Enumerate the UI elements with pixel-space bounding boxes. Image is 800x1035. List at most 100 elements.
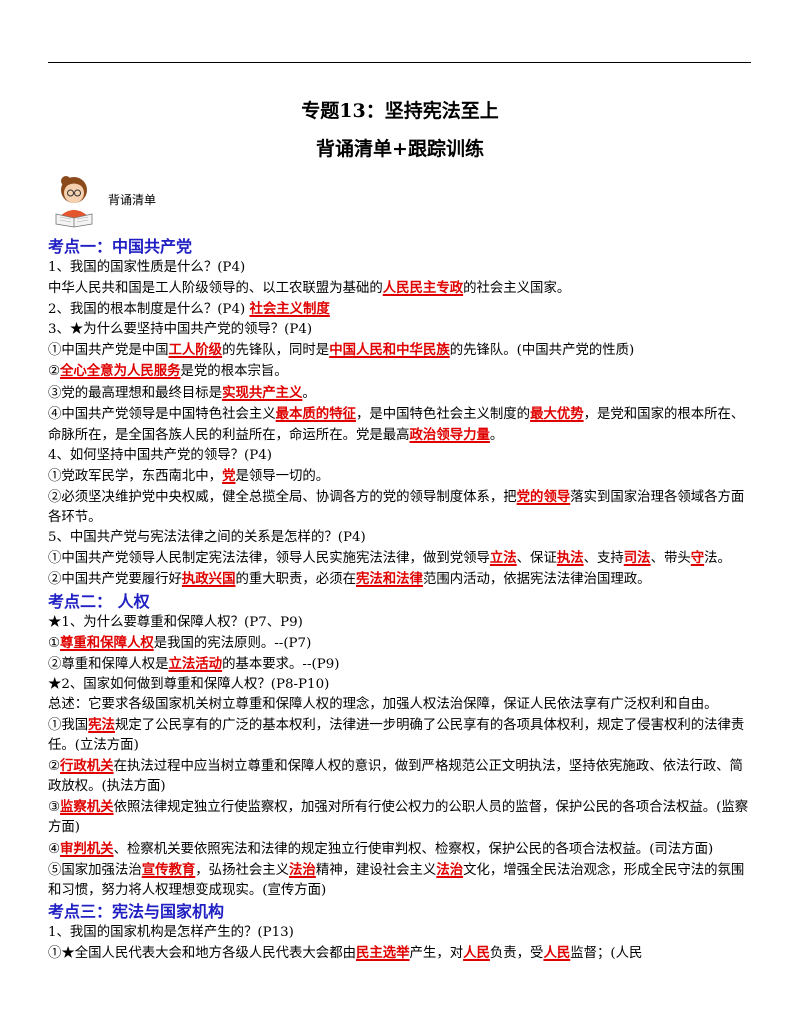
key-term: 社会主义制度 [249,301,330,318]
text-run: ① [48,635,61,651]
key-term: 政治领导力量 [409,426,490,443]
key-term: 实现共产主义 [222,384,303,401]
key-term: 执政兴国 [181,571,236,588]
text-run: 监督；(人民 [570,945,643,961]
text-run: 考点三：宪法与国家机构 [48,901,225,921]
text-line: 中华人民共和国是工人阶级领导的、以工农联盟为基础的人民民主专政的社会主义国家。 [48,278,754,299]
text-run: 负责，受 [489,945,544,961]
section-heading: 考点一：中国共产党 [48,236,754,258]
key-term: 监察机关 [60,799,114,816]
text-line: 1、我国的国家性质是什么？(P4) [48,258,754,278]
key-term: 执法 [556,550,584,567]
key-term: 党 [222,467,236,484]
text-run: 4、如何坚持中国共产党的领导？(P4) [48,447,272,463]
key-term: 宣传教育 [141,861,196,878]
text-line: ①中国共产党领导人民制定宪法法律，领导人民实施宪法法律，做到党领导立法、保证执法… [48,548,754,569]
text-run: ★2、国家如何做到尊重和保障人权？(P8-P10) [48,676,330,692]
section-label: 背诵清单 [108,193,157,207]
key-term: 尊重和保障人权 [60,634,154,651]
key-term: 中国人民和中华民族 [329,342,450,359]
key-term: 法治 [436,861,464,878]
text-run: 5、中国共产党与宪法法律之间的关系是怎样的？(P4) [48,530,366,546]
text-line: 4、如何坚持中国共产党的领导？(P4) [48,446,754,466]
key-term: 立法活动 [168,655,223,672]
text-run: ②中国共产党要履行好 [48,572,182,588]
text-run: ①中国共产党是中国 [48,343,169,359]
text-run: 是领导一切的。 [235,468,330,484]
key-term: 人民 [463,944,490,961]
section-heading: 考点二： 人权 [48,591,754,613]
text-run: ⑤国家加强法治 [48,862,142,878]
text-line: ②尊重和保障人权是立法活动的基本要求。--(P9) [48,654,754,675]
page-subtitle: 背诵清单+跟踪训练 [316,138,484,160]
text-run: ②尊重和保障人权是 [48,656,169,672]
text-run: 的先锋队，同时是 [222,343,330,359]
text-run: 3、★为什么要坚持中国共产党的领导？(P4) [48,322,313,338]
text-run: 。 [302,385,316,401]
text-run: 依照法律规定独立行使监察权，加强对所有行使公权力的公职人员的监督，保护公民的各项… [48,800,749,836]
text-run: 、带头 [650,551,691,567]
text-run: ①我国 [48,717,89,733]
text-run: ③ [48,800,61,816]
text-run: 、支持 [583,551,624,567]
text-run: 是我国的宪法原则。--(P7) [153,635,312,651]
text-run: ② [48,364,61,380]
key-term: 行政机关 [60,758,114,775]
key-term: 宪法和法律 [355,571,423,588]
text-run: 。 [489,427,504,443]
text-run: 1、我国的国家性质是什么？(P4) [48,260,246,275]
page-title: 专题13：坚持宪法至上 [301,100,499,122]
text-line: ③监察机关依照法律规定独立行使监察权，加强对所有行使公权力的公职人员的监督，保护… [48,797,754,838]
text-line: 3、★为什么要坚持中国共产党的领导？(P4) [48,320,754,340]
key-term: 人民 [543,944,571,961]
reading-girl-icon [55,176,93,228]
text-line: ①我国宪法规定了公民享有的广泛的基本权利，法律进一步明确了公民享有的各项具体权利… [48,715,754,756]
text-run: 是党的根本宗旨。 [180,364,288,380]
key-term: 党的领导 [516,489,571,506]
text-run: 法。 [704,551,731,567]
text-run: 1、我国的国家机构是怎样产生的？(P13) [48,924,294,940]
key-term: 法治 [289,861,316,878]
text-run: 的基本要求。--(P9) [222,656,340,672]
key-term: 最本质的特征 [275,405,356,422]
text-run: 中华人民共和国是工人阶级领导的、以工农联盟为基础的 [48,281,383,297]
text-line: 1、我国的国家机构是怎样产生的？(P13) [48,923,754,943]
section-heading: 考点三：宪法与国家机构 [48,901,754,923]
text-run: 、保证 [516,551,557,567]
text-line: ①★全国人民代表大会和地方各级人民代表大会都由民主选举产生，对人民负责，受人民监… [48,943,754,964]
key-term: 人民民主专政 [382,280,464,297]
text-run: ，弘扬社会主义 [195,862,290,878]
text-line: ★1、为什么要尊重和保障人权？(P7、P9) [48,613,754,633]
text-run: 落实到国家治理各领域各方面各环节。 [48,490,745,526]
key-term: 宪法 [88,716,115,733]
text-run: ①中国共产党领导人民制定宪法法律，领导人民实施宪法法律，做到党领导 [48,551,490,567]
text-line: ①党政军民学，东西南北中，党是领导一切的。 [48,466,754,487]
text-run: ② [48,759,61,775]
text-line: 2、我国的根本制度是什么？(P4) 社会主义制度 [48,299,754,320]
key-term: 全心全意为人民服务 [60,363,181,380]
text-run: 文化，增强全民法治观念，形成全民守法的氛围和习惯，努力将人权理想变成现实。(宣传… [48,862,745,898]
text-run: 考点一：中国共产党 [48,237,193,256]
text-run: ②必须坚决维护党中央权威，健全总揽全局、协调各方的党的领导制度体系，把 [48,490,517,506]
text-run: 精神，建设社会主义 [315,862,437,878]
text-line: ②全心全意为人民服务是党的根本宗旨。 [48,361,754,382]
key-term: 审判机关 [60,840,114,857]
text-line: ③党的最高理想和最终目标是实现共产主义。 [48,383,754,404]
text-run: ，是中国特色社会主义制度的 [355,406,531,422]
text-line: ②行政机关在执法过程中应当树立尊重和保障人权的意识，做到严格规范公正文明执法，坚… [48,756,754,797]
key-term: 立法 [489,550,517,567]
text-line: ④审判机关、检察机关要依照宪法和法律的规定独立行使审判权、检察权，保护公民的各项… [48,839,754,860]
key-term: 守 [690,550,705,567]
text-run: 规定了公民享有的广泛的基本权利，法律进一步明确了公民享有的各项具体权利，规定了侵… [48,717,745,754]
text-line: ②中国共产党要履行好执政兴国的重大职责，必须在宪法和法律范围内活动，依据宪法法律… [48,569,754,590]
document-body: 考点一：中国共产党 1、我国的国家性质是什么？(P4) 中华人民共和国是工人阶级领导… [48,236,754,964]
text-run: 总述：它要求各级国家机关树立尊重和保障人权的理念，加强人权法治保障，保证人民依法… [48,696,718,712]
text-run: ④ [48,841,61,857]
text-line: 总述：它要求各级国家机关树立尊重和保障人权的理念，加强人权法治保障，保证人民依法… [48,695,754,715]
text-run: 的重大职责，必须在 [235,572,356,588]
text-run: ③党的最高理想和最终目标是 [48,385,223,401]
text-line: ★2、国家如何做到尊重和保障人权？(P8-P10) [48,675,754,695]
text-run: 考点二： 人权 [48,591,150,611]
text-run: 产生，对 [409,945,464,961]
text-run: 在执法过程中应当树立尊重和保障人权的意识，做到严格规范公正文明执法，坚持依宪施政… [48,759,743,795]
